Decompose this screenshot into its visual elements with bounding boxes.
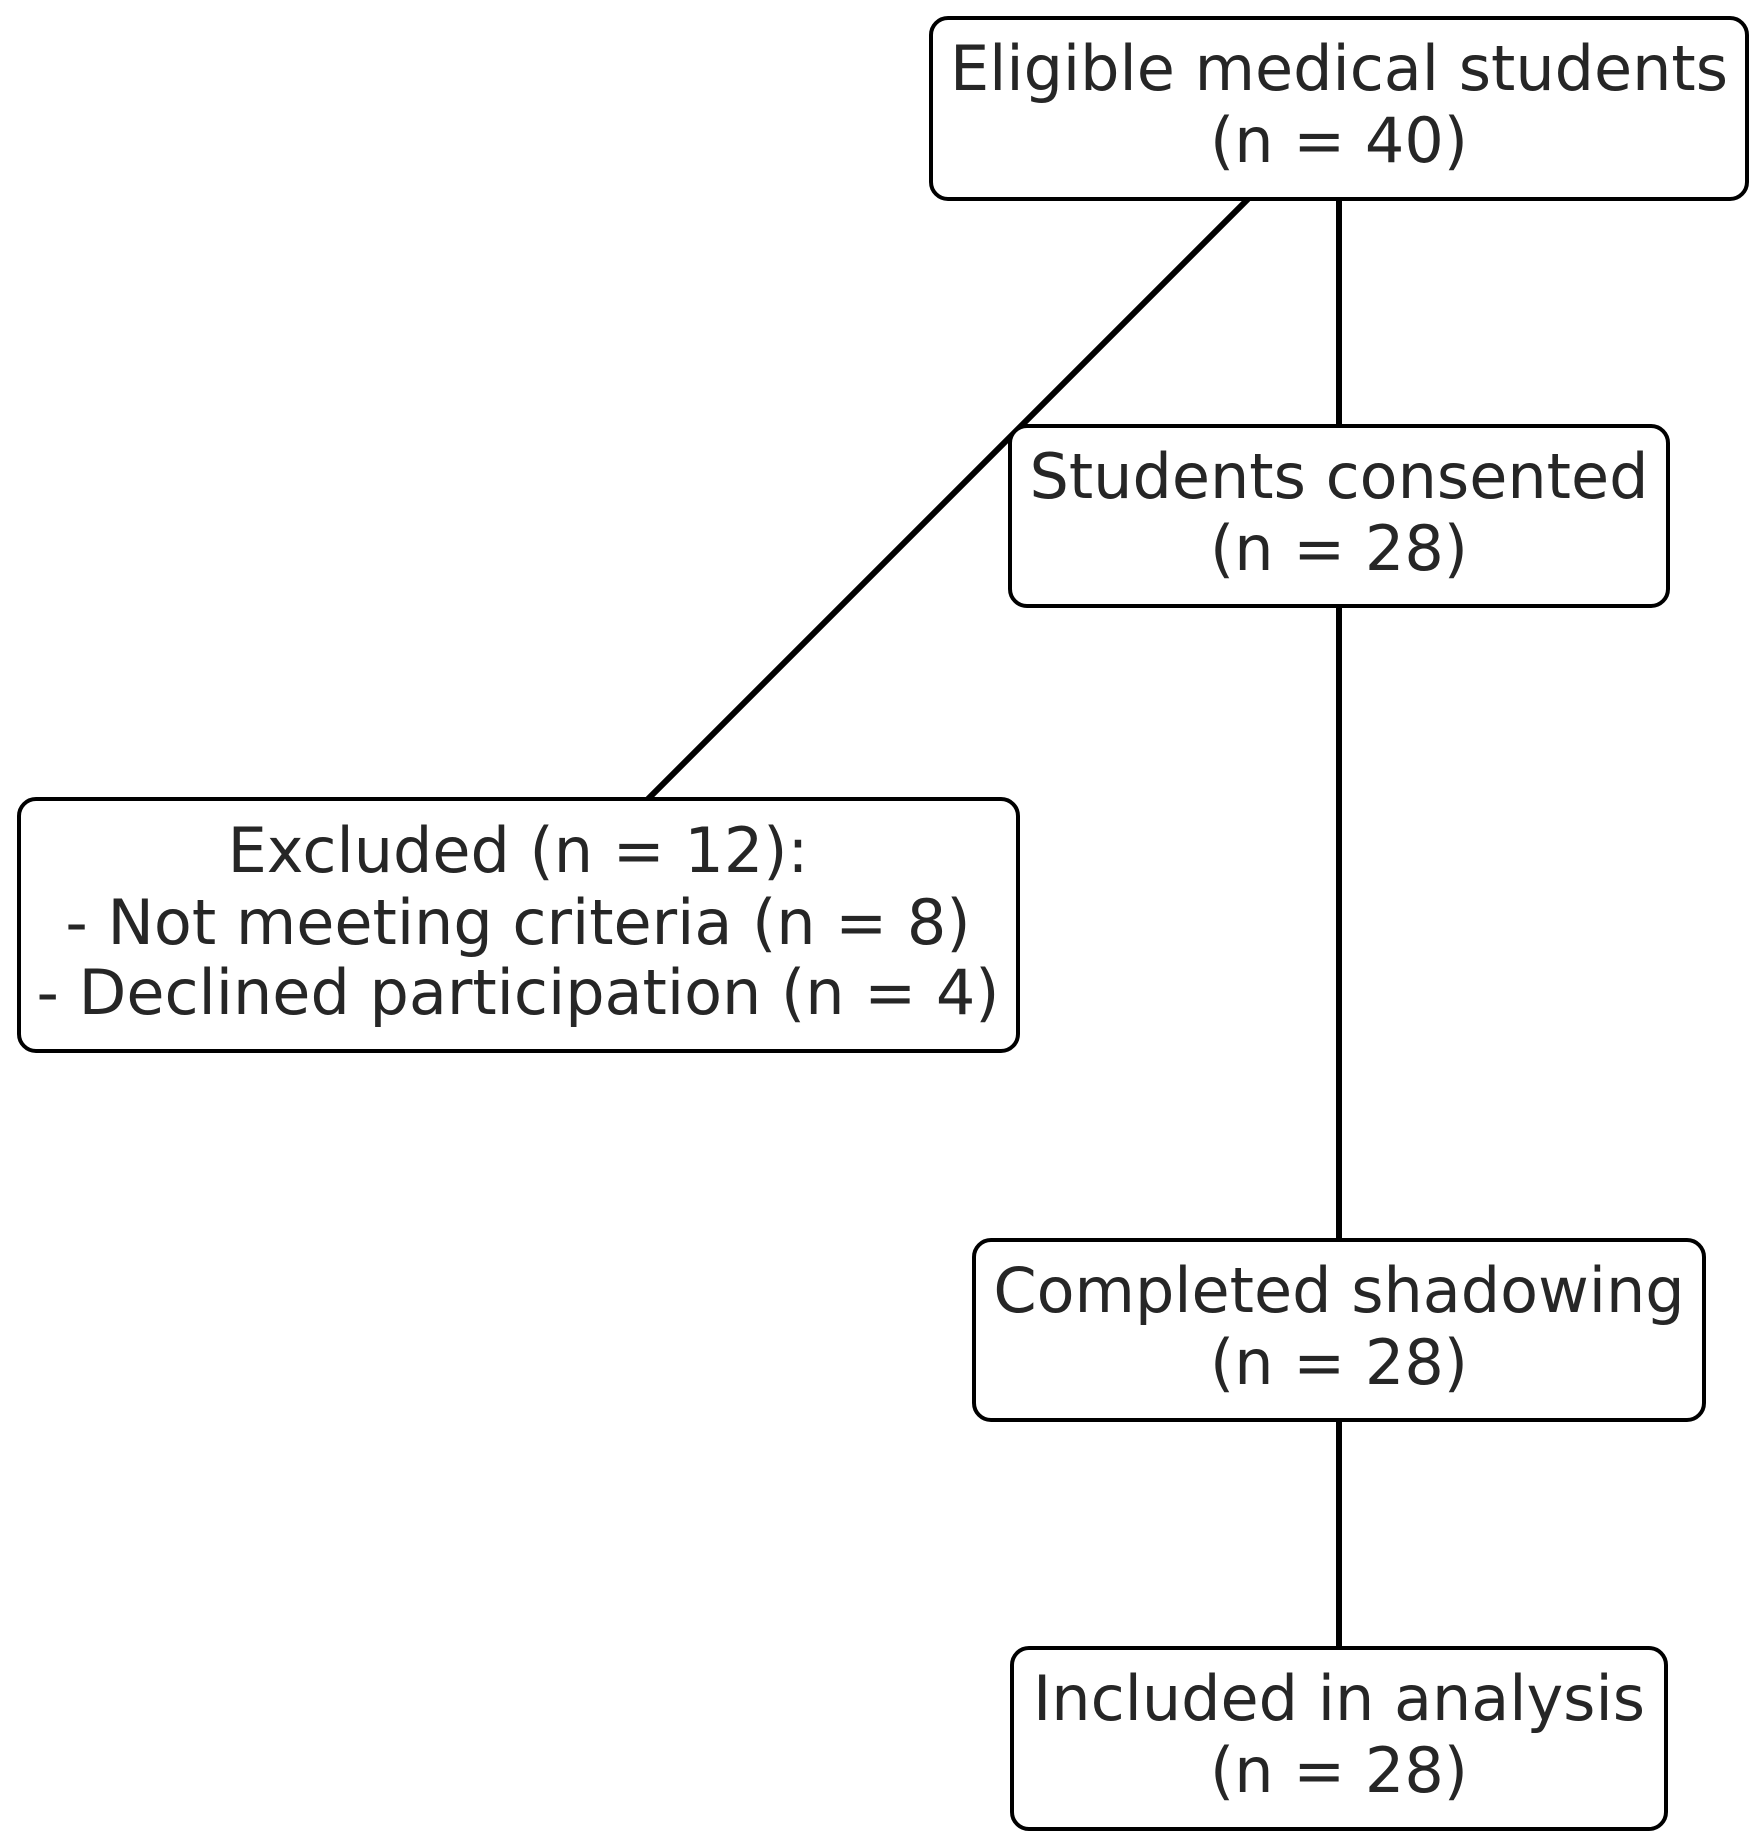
node-excluded-box [17, 797, 1020, 1053]
node-excluded-reason-declined: - Declined participation (n = 4) [37, 956, 1000, 1029]
node-completed-count: (n = 28) [1210, 1326, 1468, 1399]
node-excluded: Excluded (n = 12): - Not meeting criteri… [17, 797, 1020, 1053]
node-included-title: Included in analysis [1033, 1662, 1645, 1735]
node-consented-box [1008, 424, 1670, 608]
node-excluded-title: Excluded (n = 12): [228, 814, 809, 887]
node-completed: Completed shadowing (n = 28) [972, 1238, 1706, 1422]
node-consented-title: Students consented [1030, 440, 1649, 513]
node-completed-title: Completed shadowing [993, 1254, 1684, 1327]
node-eligible-box [929, 16, 1749, 201]
node-eligible: Eligible medical students (n = 40) [929, 16, 1749, 201]
node-eligible-title: Eligible medical students [950, 32, 1728, 105]
node-included-count: (n = 28) [1210, 1734, 1468, 1807]
node-excluded-reason-criteria: - Not meeting criteria (n = 8) [65, 886, 970, 959]
node-consented-count: (n = 28) [1210, 512, 1468, 585]
node-included: Included in analysis (n = 28) [1010, 1646, 1668, 1831]
node-consented: Students consented (n = 28) [1008, 424, 1670, 608]
node-included-box [1010, 1646, 1668, 1831]
node-completed-box [972, 1238, 1706, 1422]
connector-eligible-to-excluded [645, 196, 1251, 802]
node-eligible-count: (n = 40) [1210, 104, 1468, 177]
